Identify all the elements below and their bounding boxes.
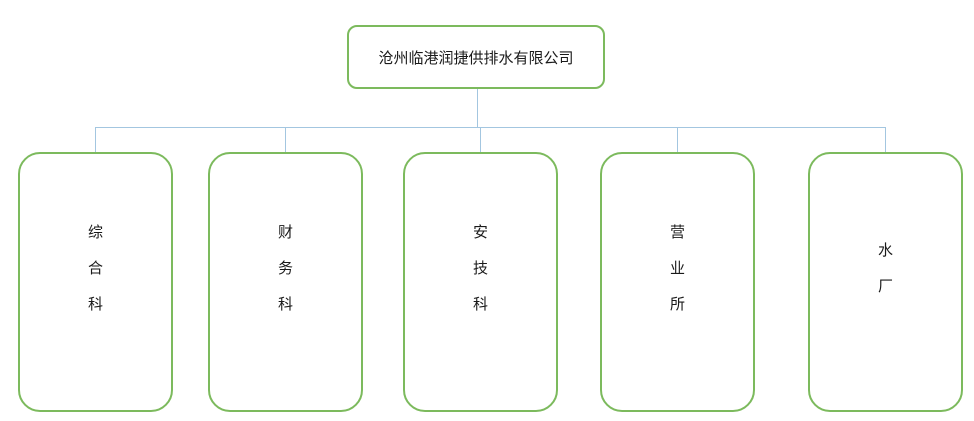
org-node-finance-label: 财务科 (277, 223, 293, 313)
connector-drop-3 (480, 127, 481, 153)
connector-drop-1 (95, 127, 96, 153)
connector-crossbar (95, 127, 886, 128)
org-node-business-office-label: 营业所 (669, 223, 685, 313)
org-node-water-plant-label: 水厂 (877, 241, 893, 295)
connector-drop-5 (885, 127, 886, 153)
org-node-finance: 财务科 (208, 152, 363, 412)
connector-drop-4 (677, 127, 678, 153)
org-node-safety-tech: 安技科 (403, 152, 558, 412)
org-node-safety-tech-label: 安技科 (472, 223, 488, 313)
connector-drop-2 (285, 127, 286, 153)
org-node-company-label: 沧州临港润捷供排水有限公司 (378, 48, 574, 67)
org-node-water-plant: 水厂 (808, 152, 963, 412)
org-node-business-office: 营业所 (600, 152, 755, 412)
connector-root-stem (477, 89, 478, 128)
org-node-general-office: 综合科 (18, 152, 173, 412)
org-node-company: 沧州临港润捷供排水有限公司 (347, 25, 605, 89)
org-node-general-office-label: 综合科 (87, 223, 103, 313)
